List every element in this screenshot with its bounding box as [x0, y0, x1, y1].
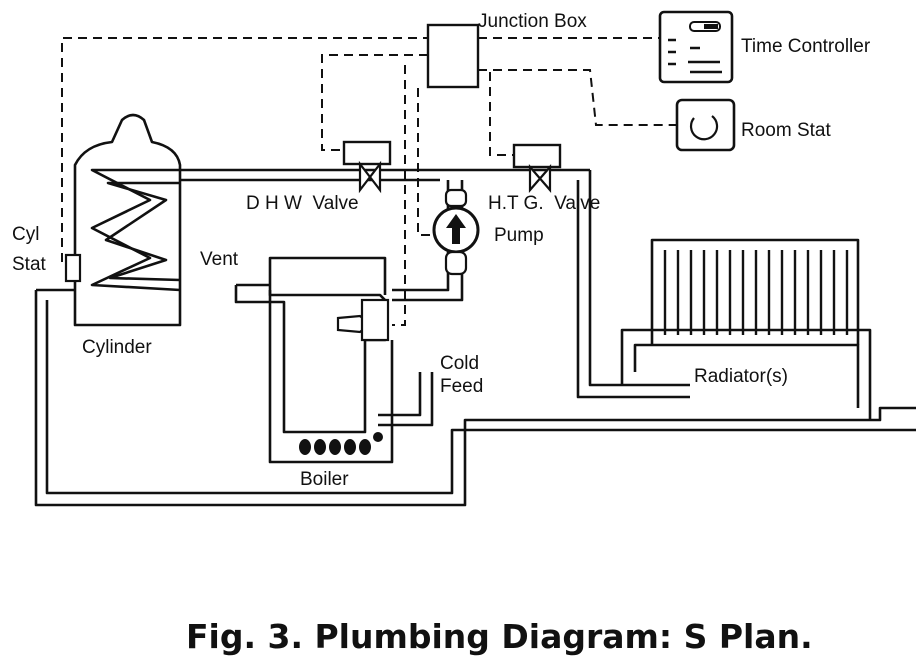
boiler-flames — [299, 432, 383, 455]
label-cold: Cold — [440, 353, 479, 374]
return-main — [34, 290, 916, 507]
label-stat: Stat — [12, 254, 47, 275]
cylinder-coil — [90, 168, 181, 292]
label-cyl: Cyl — [12, 224, 39, 245]
label-time-controller: Time Controller — [741, 36, 871, 57]
room-stat — [675, 98, 736, 152]
htg-flow-down — [588, 170, 690, 387]
label-boiler: Boiler — [300, 469, 349, 490]
pipework — [34, 168, 916, 507]
time-controller — [658, 10, 734, 84]
dhw-valve — [342, 140, 392, 194]
wire-htg-valve — [489, 72, 515, 156]
wire-cyl-stat — [61, 37, 432, 265]
cyl-stat-sensor — [64, 253, 82, 283]
label-feed: Feed — [440, 376, 483, 397]
label-htg-valve: H.T G. Valve — [488, 193, 600, 214]
radiator — [620, 238, 872, 420]
label-cylinder: Cylinder — [82, 337, 152, 358]
cold-feed-pipe — [378, 372, 422, 417]
pump — [432, 188, 480, 276]
wire-room-stat — [478, 69, 676, 126]
return-main-inner — [45, 300, 916, 495]
label-room-stat: Room Stat — [741, 120, 831, 141]
label-dhw-valve: D H W Valve — [246, 193, 359, 214]
figure-caption: Fig. 3. Plumbing Diagram: S Plan. — [186, 617, 813, 656]
boiler — [234, 256, 394, 464]
wiring — [61, 37, 690, 398]
wire-boiler — [392, 65, 406, 326]
label-vent: Vent — [200, 249, 239, 270]
htg-valve — [512, 143, 562, 193]
junction-box — [426, 23, 480, 89]
cylinder-coil-inner — [104, 181, 181, 282]
label-radiators: Radiator(s) — [694, 366, 788, 387]
label-junction-box: Junction Box — [478, 11, 587, 32]
wire-dhw-valve — [321, 54, 428, 151]
label-pump: Pump — [494, 225, 544, 246]
cylinder — [64, 113, 182, 327]
htg-return-down — [576, 180, 690, 399]
